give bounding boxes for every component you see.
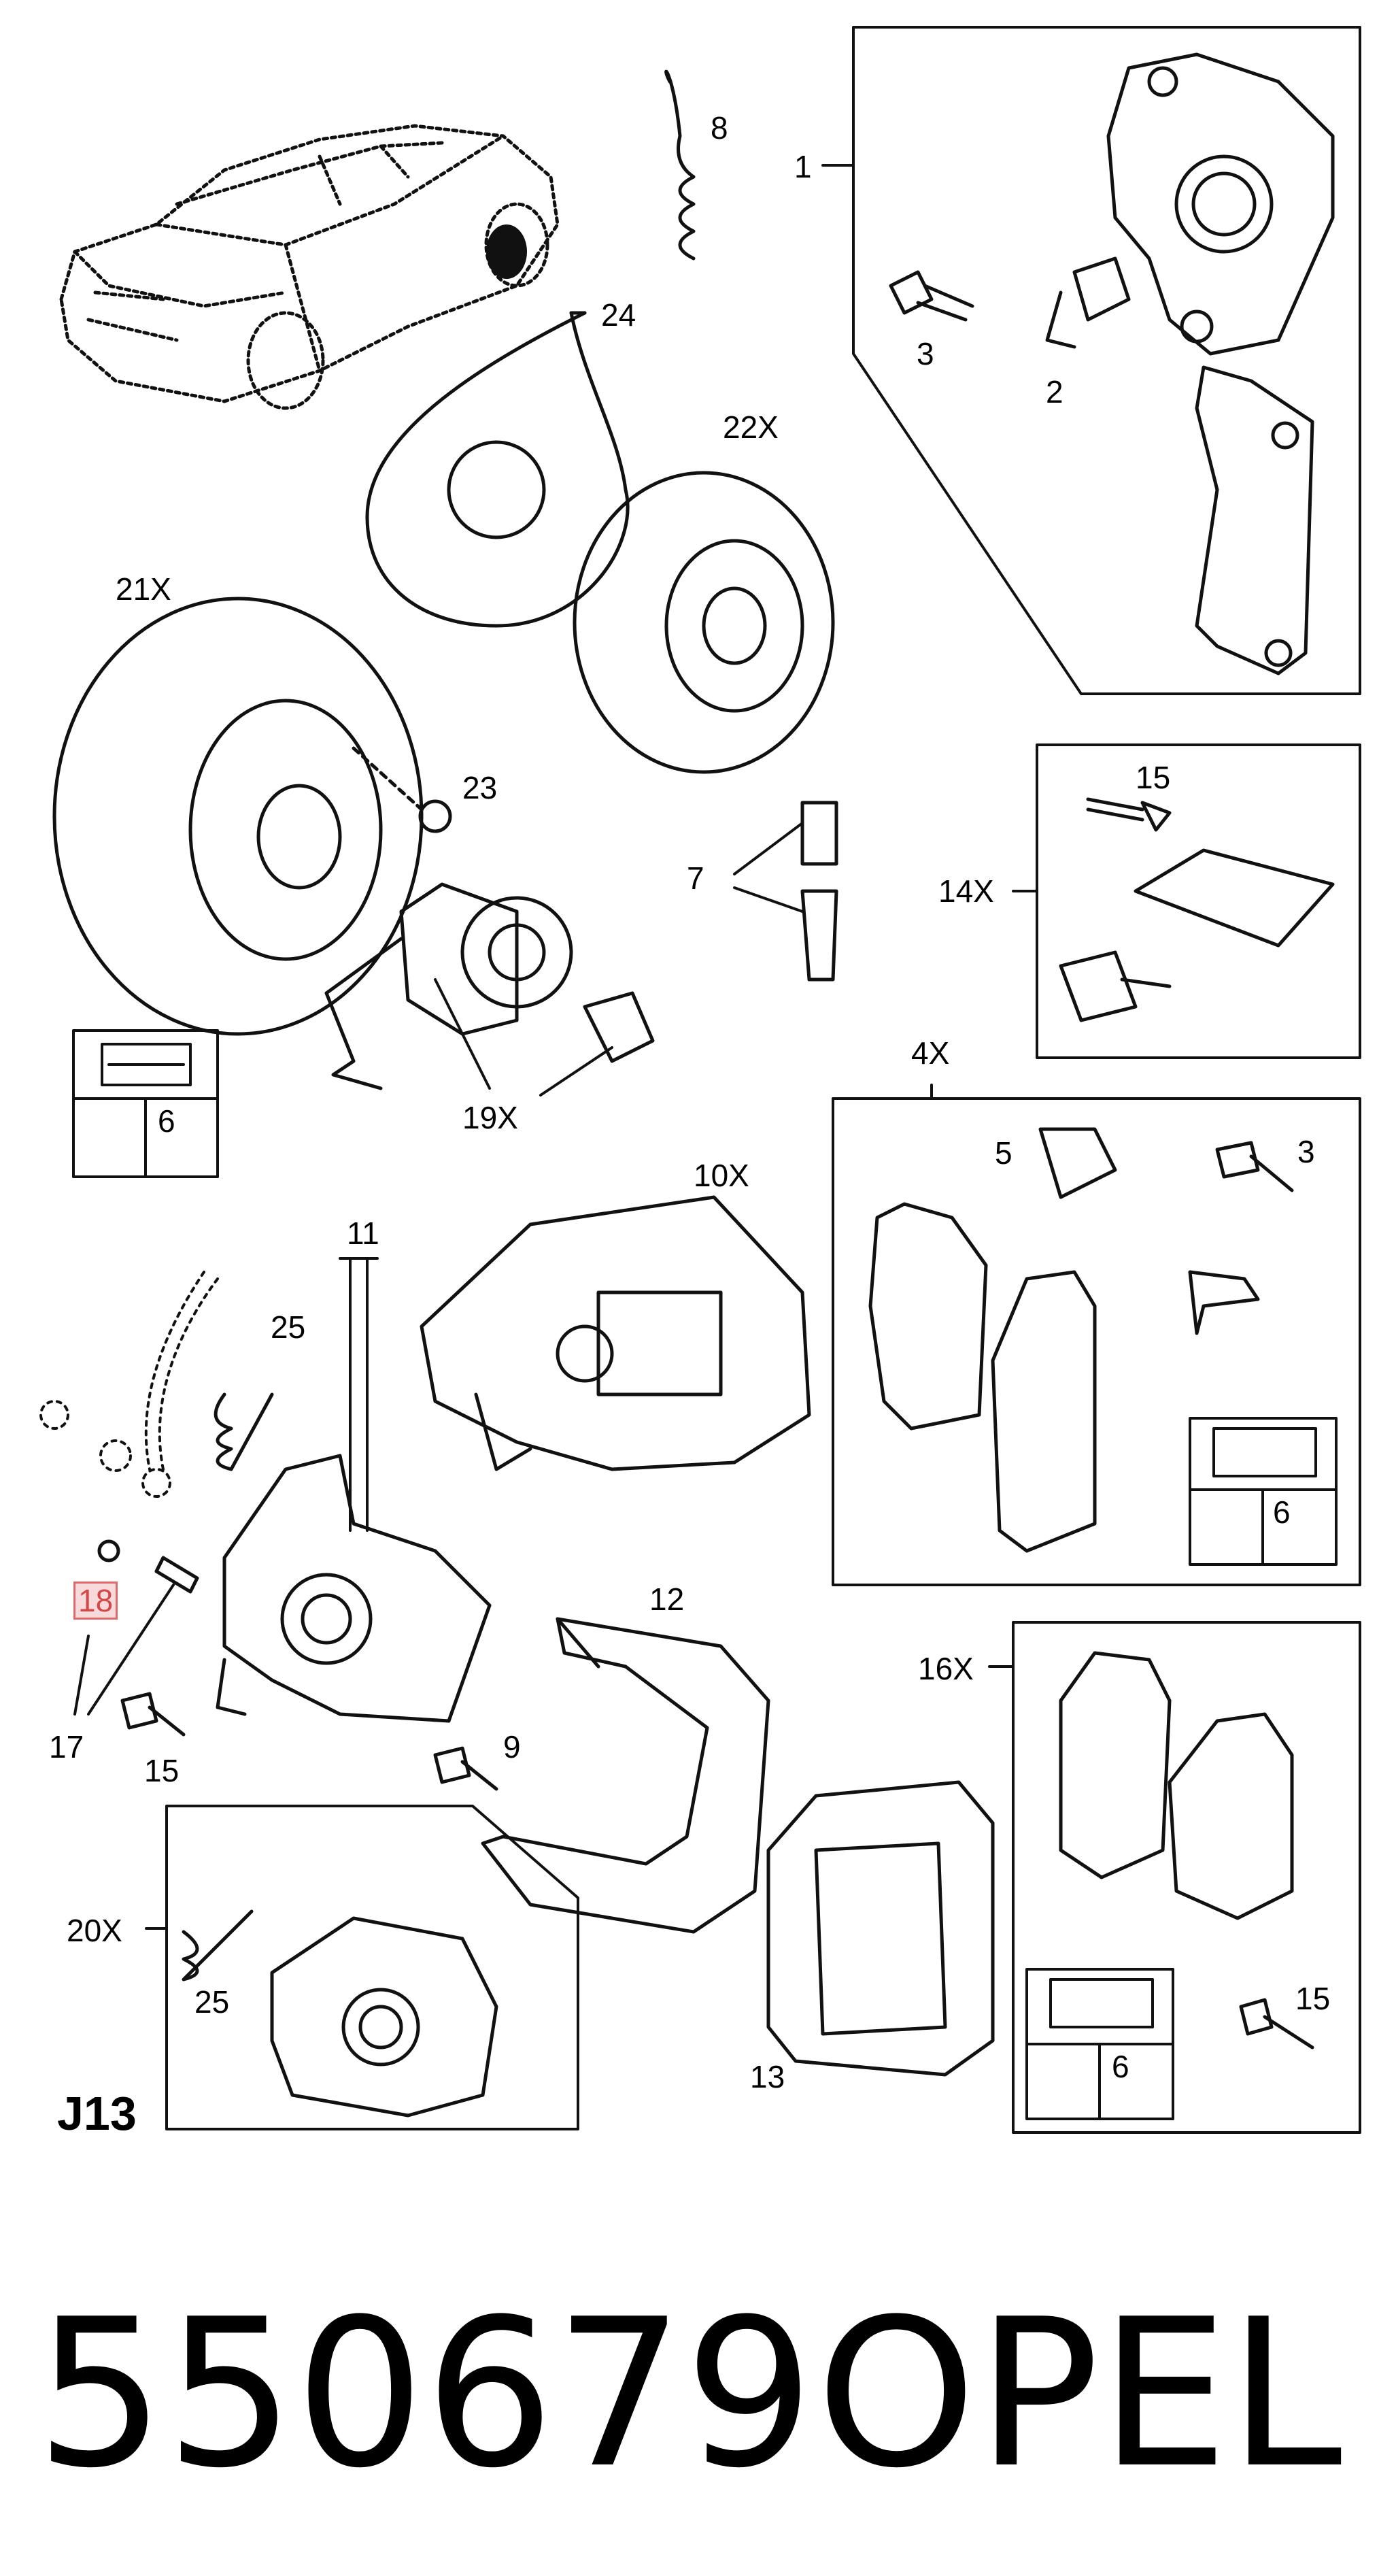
callout-12: 12	[649, 1582, 685, 1617]
spring-25a	[214, 1392, 274, 1471]
guide-pins-7	[733, 801, 838, 982]
callout-3a: 3	[917, 336, 934, 371]
group-20x-frame	[165, 1805, 579, 2130]
group-4x-frame	[832, 1097, 1361, 1586]
brand-name: OPEL	[816, 2275, 1342, 2513]
front-caliper-housing	[1106, 52, 1335, 356]
callout-15b: 15	[144, 1753, 180, 1788]
callout-5: 5	[995, 1135, 1012, 1171]
callout-24: 24	[601, 297, 636, 333]
callout-13: 13	[750, 2059, 785, 2094]
callout-25a: 25	[271, 1309, 306, 1345]
service-info-box-4x	[1189, 1417, 1338, 1566]
callout-10x: 10X	[694, 1158, 749, 1193]
anti-rattle-clip	[1188, 1270, 1260, 1335]
brake-pad-4x-left	[868, 1202, 988, 1431]
callout-2: 2	[1046, 374, 1063, 409]
bolt-15b	[120, 1692, 186, 1737]
bolt-15a	[1086, 797, 1172, 832]
dust-shield	[365, 311, 630, 628]
caliper-housing-11	[216, 1454, 492, 1723]
callout-6b: 6	[1273, 1494, 1291, 1530]
callout-9: 9	[503, 1729, 521, 1764]
callout-4x: 4X	[911, 1035, 950, 1071]
spring-clip-5	[1038, 1127, 1117, 1199]
group-1-frame	[852, 26, 1361, 695]
callout-3b: 3	[1297, 1134, 1315, 1169]
service-info-box-left	[72, 1029, 219, 1178]
callout-6c: 6	[1112, 2049, 1129, 2084]
caliper-carrier-bracket	[1195, 365, 1314, 675]
callout-22x: 22X	[723, 409, 779, 445]
rear-caliper-10x	[420, 1195, 811, 1471]
bleed-screw	[154, 1556, 199, 1594]
callout-1: 1	[794, 149, 812, 184]
spring-25b	[182, 1909, 254, 1981]
bolt-3b	[1215, 1141, 1294, 1192]
bleed-valve	[1045, 256, 1131, 349]
callout-8: 8	[711, 110, 728, 146]
diagram-page-code: J13	[57, 2087, 137, 2140]
brake-pad-4x-right	[991, 1270, 1097, 1553]
callout-15a: 15	[1136, 760, 1171, 795]
callout-23: 23	[462, 770, 498, 805]
callout-19x: 19X	[462, 1100, 518, 1135]
service-info-box-16x	[1025, 1968, 1174, 2120]
car-illustration	[59, 124, 560, 410]
brake-disc-21x	[52, 597, 424, 1036]
caliper-bracket-12	[481, 1617, 770, 1934]
brake-pad-16x-right	[1168, 1712, 1294, 1920]
brake-pad-16x-left	[1059, 1651, 1172, 1879]
highlighted-rear-wheel	[486, 224, 527, 279]
callout-14x: 14X	[938, 873, 994, 909]
brake-hose	[39, 1271, 219, 1498]
callout-7: 7	[687, 860, 704, 896]
bleed-cap-18	[97, 1539, 120, 1562]
group-14x-frame	[1036, 743, 1361, 1059]
part-number: 550679	[35, 2275, 815, 2513]
callout-25b: 25	[194, 1984, 230, 2020]
grease-packet	[1134, 848, 1335, 948]
caliper-13	[766, 1780, 995, 2077]
callout-16x: 16X	[918, 1651, 974, 1686]
callout-6a: 6	[158, 1103, 175, 1139]
callout-15c: 15	[1295, 1981, 1331, 2016]
callout-18: 18	[73, 1582, 118, 1620]
return-spring	[664, 69, 696, 261]
callout-11: 11	[347, 1216, 379, 1251]
callout-21x: 21X	[116, 571, 171, 607]
caliper-20x	[270, 1916, 498, 2118]
callout-20x: 20X	[67, 1913, 122, 1948]
guide-sleeves	[1059, 950, 1172, 1022]
parking-brake-assembly	[324, 882, 655, 1090]
bolt-15c	[1239, 1998, 1314, 2050]
disc-screw-23	[352, 746, 452, 833]
bolt-9	[433, 1746, 498, 1791]
group-16x-frame	[1012, 1621, 1361, 2134]
guide-bolt-3a	[889, 270, 974, 322]
callout-17: 17	[49, 1729, 84, 1764]
brake-disc-22x	[573, 471, 835, 774]
